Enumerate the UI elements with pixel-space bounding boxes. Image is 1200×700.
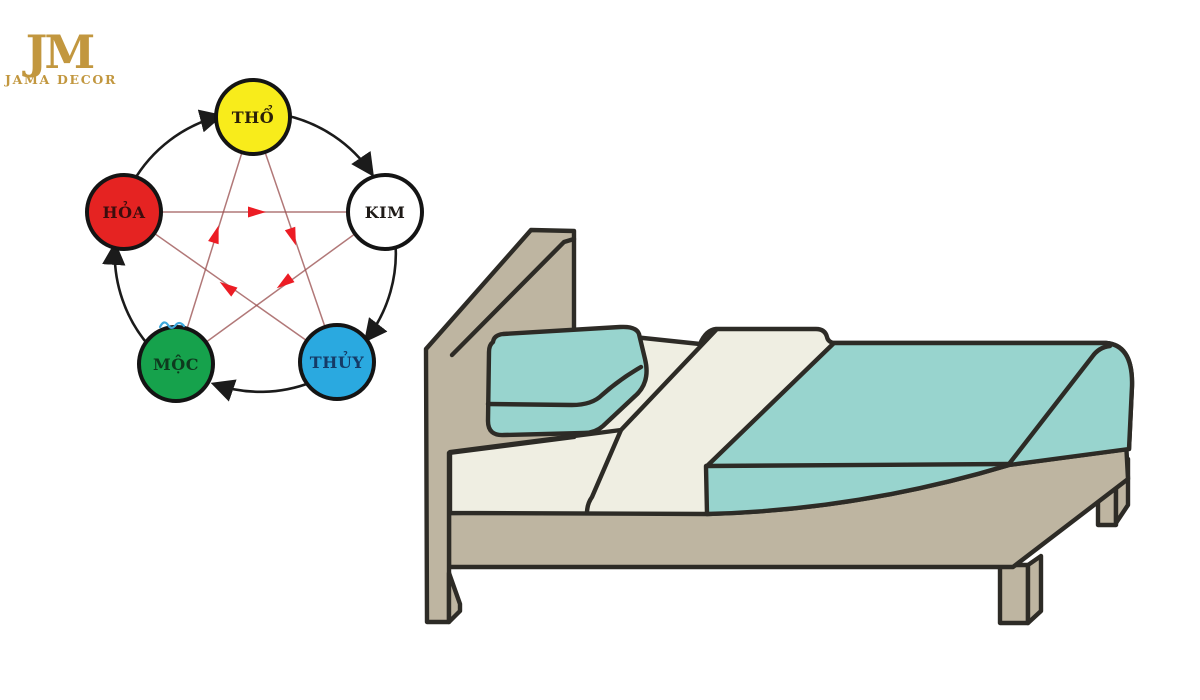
element-circle-kim: KIM: [346, 173, 424, 251]
thuy-circle: [298, 323, 376, 401]
brand-name: JAMA DECOR: [4, 72, 117, 87]
brand-logo: JM JAMA DECOR: [4, 25, 117, 87]
arrowhead-moc-tho: [208, 225, 219, 245]
bed-illustration: [423, 227, 1135, 626]
overcoming-cycle-arrowheads: [208, 206, 296, 297]
blanket-foot-edge-line: [1006, 343, 1113, 467]
arrowhead-kim-moc: [276, 273, 295, 289]
blanket: [703, 340, 1135, 517]
pillow-body: [485, 324, 649, 438]
generating-cycle-arrows: [102, 109, 398, 402]
arc-kim-thuy: [363, 237, 398, 343]
mattress-front-edge-line: [447, 427, 624, 455]
arrowhead-thuy-hoa: [219, 281, 238, 297]
moc-label: MỘC: [153, 354, 199, 374]
sheet-fold-line: [584, 327, 719, 516]
brand-monogram: JM: [22, 25, 94, 79]
blanket-front-edge-line: [703, 461, 1011, 469]
arrowhead-tho-thuy: [284, 226, 296, 246]
bed-leg-front-left-side-face: [446, 570, 463, 625]
bed-leg-front-right-front-face: [997, 562, 1031, 626]
arc-tho-kim: [283, 113, 374, 177]
pillow-crease-line: [485, 364, 644, 408]
sheet-fold-lines: [447, 327, 719, 516]
element-circle-moc: MỘC: [137, 325, 215, 403]
arrowhead-hoa-kim: [248, 206, 266, 218]
element-circle-thuy: THỦY: [298, 323, 376, 401]
blanket-body: [703, 340, 1135, 517]
watermark-squiggle: [158, 321, 186, 329]
thuy-label: THỦY: [310, 349, 364, 372]
element-circle-tho: THỔ: [214, 78, 292, 156]
pillow: [485, 324, 649, 438]
five-elements-diagram: THỔ KIM THỦY MỘC HỎA: [85, 78, 424, 403]
headboard-edge-line: [449, 236, 577, 358]
arc-thuy-moc: [210, 379, 313, 402]
tho-label: THỔ: [232, 104, 274, 127]
bed-leg-front-right-side-face: [1025, 553, 1044, 626]
arc-moc-hoa: [102, 241, 151, 348]
hoa-circle: [85, 173, 163, 251]
hoa-label: HỎA: [103, 199, 146, 222]
arc-hoa-tho: [131, 109, 224, 183]
kim-circle: [346, 173, 424, 251]
tho-circle: [214, 78, 292, 156]
kim-label: KIM: [365, 203, 406, 222]
element-circle-hoa: HỎA: [85, 173, 163, 251]
moc-circle: [137, 325, 215, 403]
bed-legs: [997, 456, 1131, 626]
